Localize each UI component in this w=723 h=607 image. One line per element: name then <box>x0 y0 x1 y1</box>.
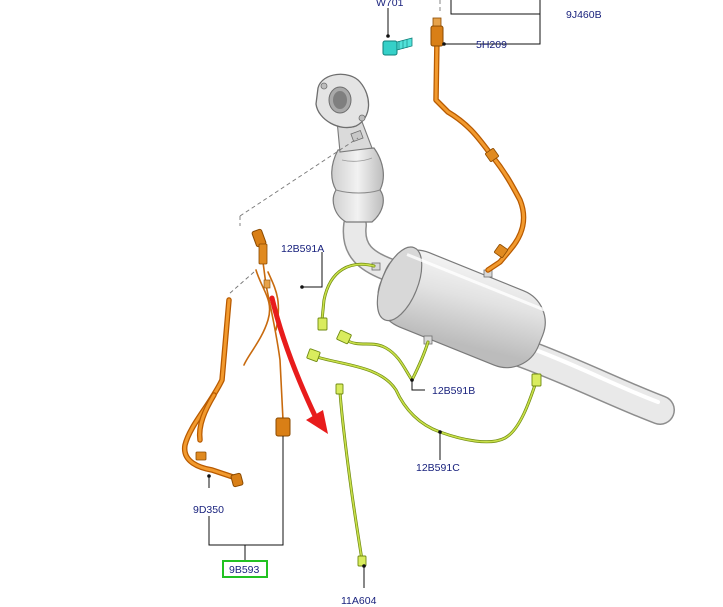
direction-arrow <box>269 295 328 434</box>
harness-12b591b <box>336 329 430 382</box>
callout-labels: W701 9J460B 5H209 12B591A 12B591B 12B591… <box>193 0 602 607</box>
catalytic-converter <box>315 73 384 223</box>
pressure-sensor-tube-9b593 <box>243 228 291 437</box>
leader-lines <box>207 0 541 588</box>
callout-12b591a[interactable]: 12B591A <box>281 243 324 255</box>
callout-12b591b[interactable]: 12B591B <box>432 385 475 397</box>
muffler-body <box>376 246 546 369</box>
callout-11a604[interactable]: 11A604 <box>341 595 377 607</box>
pressure-sensor-tube-9d350 <box>182 297 244 488</box>
harness-12b591a <box>317 262 376 331</box>
highlight-box-9b593 <box>222 560 268 578</box>
callout-12b591c[interactable]: 12B591C <box>416 462 460 474</box>
pressure-sensor-tube-9j460b <box>430 17 527 273</box>
callout-9b593[interactable]: 9B593 <box>229 564 260 576</box>
bolt-w701 <box>382 37 413 56</box>
callout-w701[interactable]: W701 <box>376 0 404 9</box>
temperature-sensor-11a604 <box>335 383 367 567</box>
callout-9d350[interactable]: 9D350 <box>193 504 224 516</box>
callout-5h209[interactable]: 5H209 <box>476 39 507 51</box>
callout-9j460b[interactable]: 9J460B <box>566 9 602 21</box>
exhaust-pipe-assembly <box>315 73 675 425</box>
alignment-lines <box>228 0 441 295</box>
